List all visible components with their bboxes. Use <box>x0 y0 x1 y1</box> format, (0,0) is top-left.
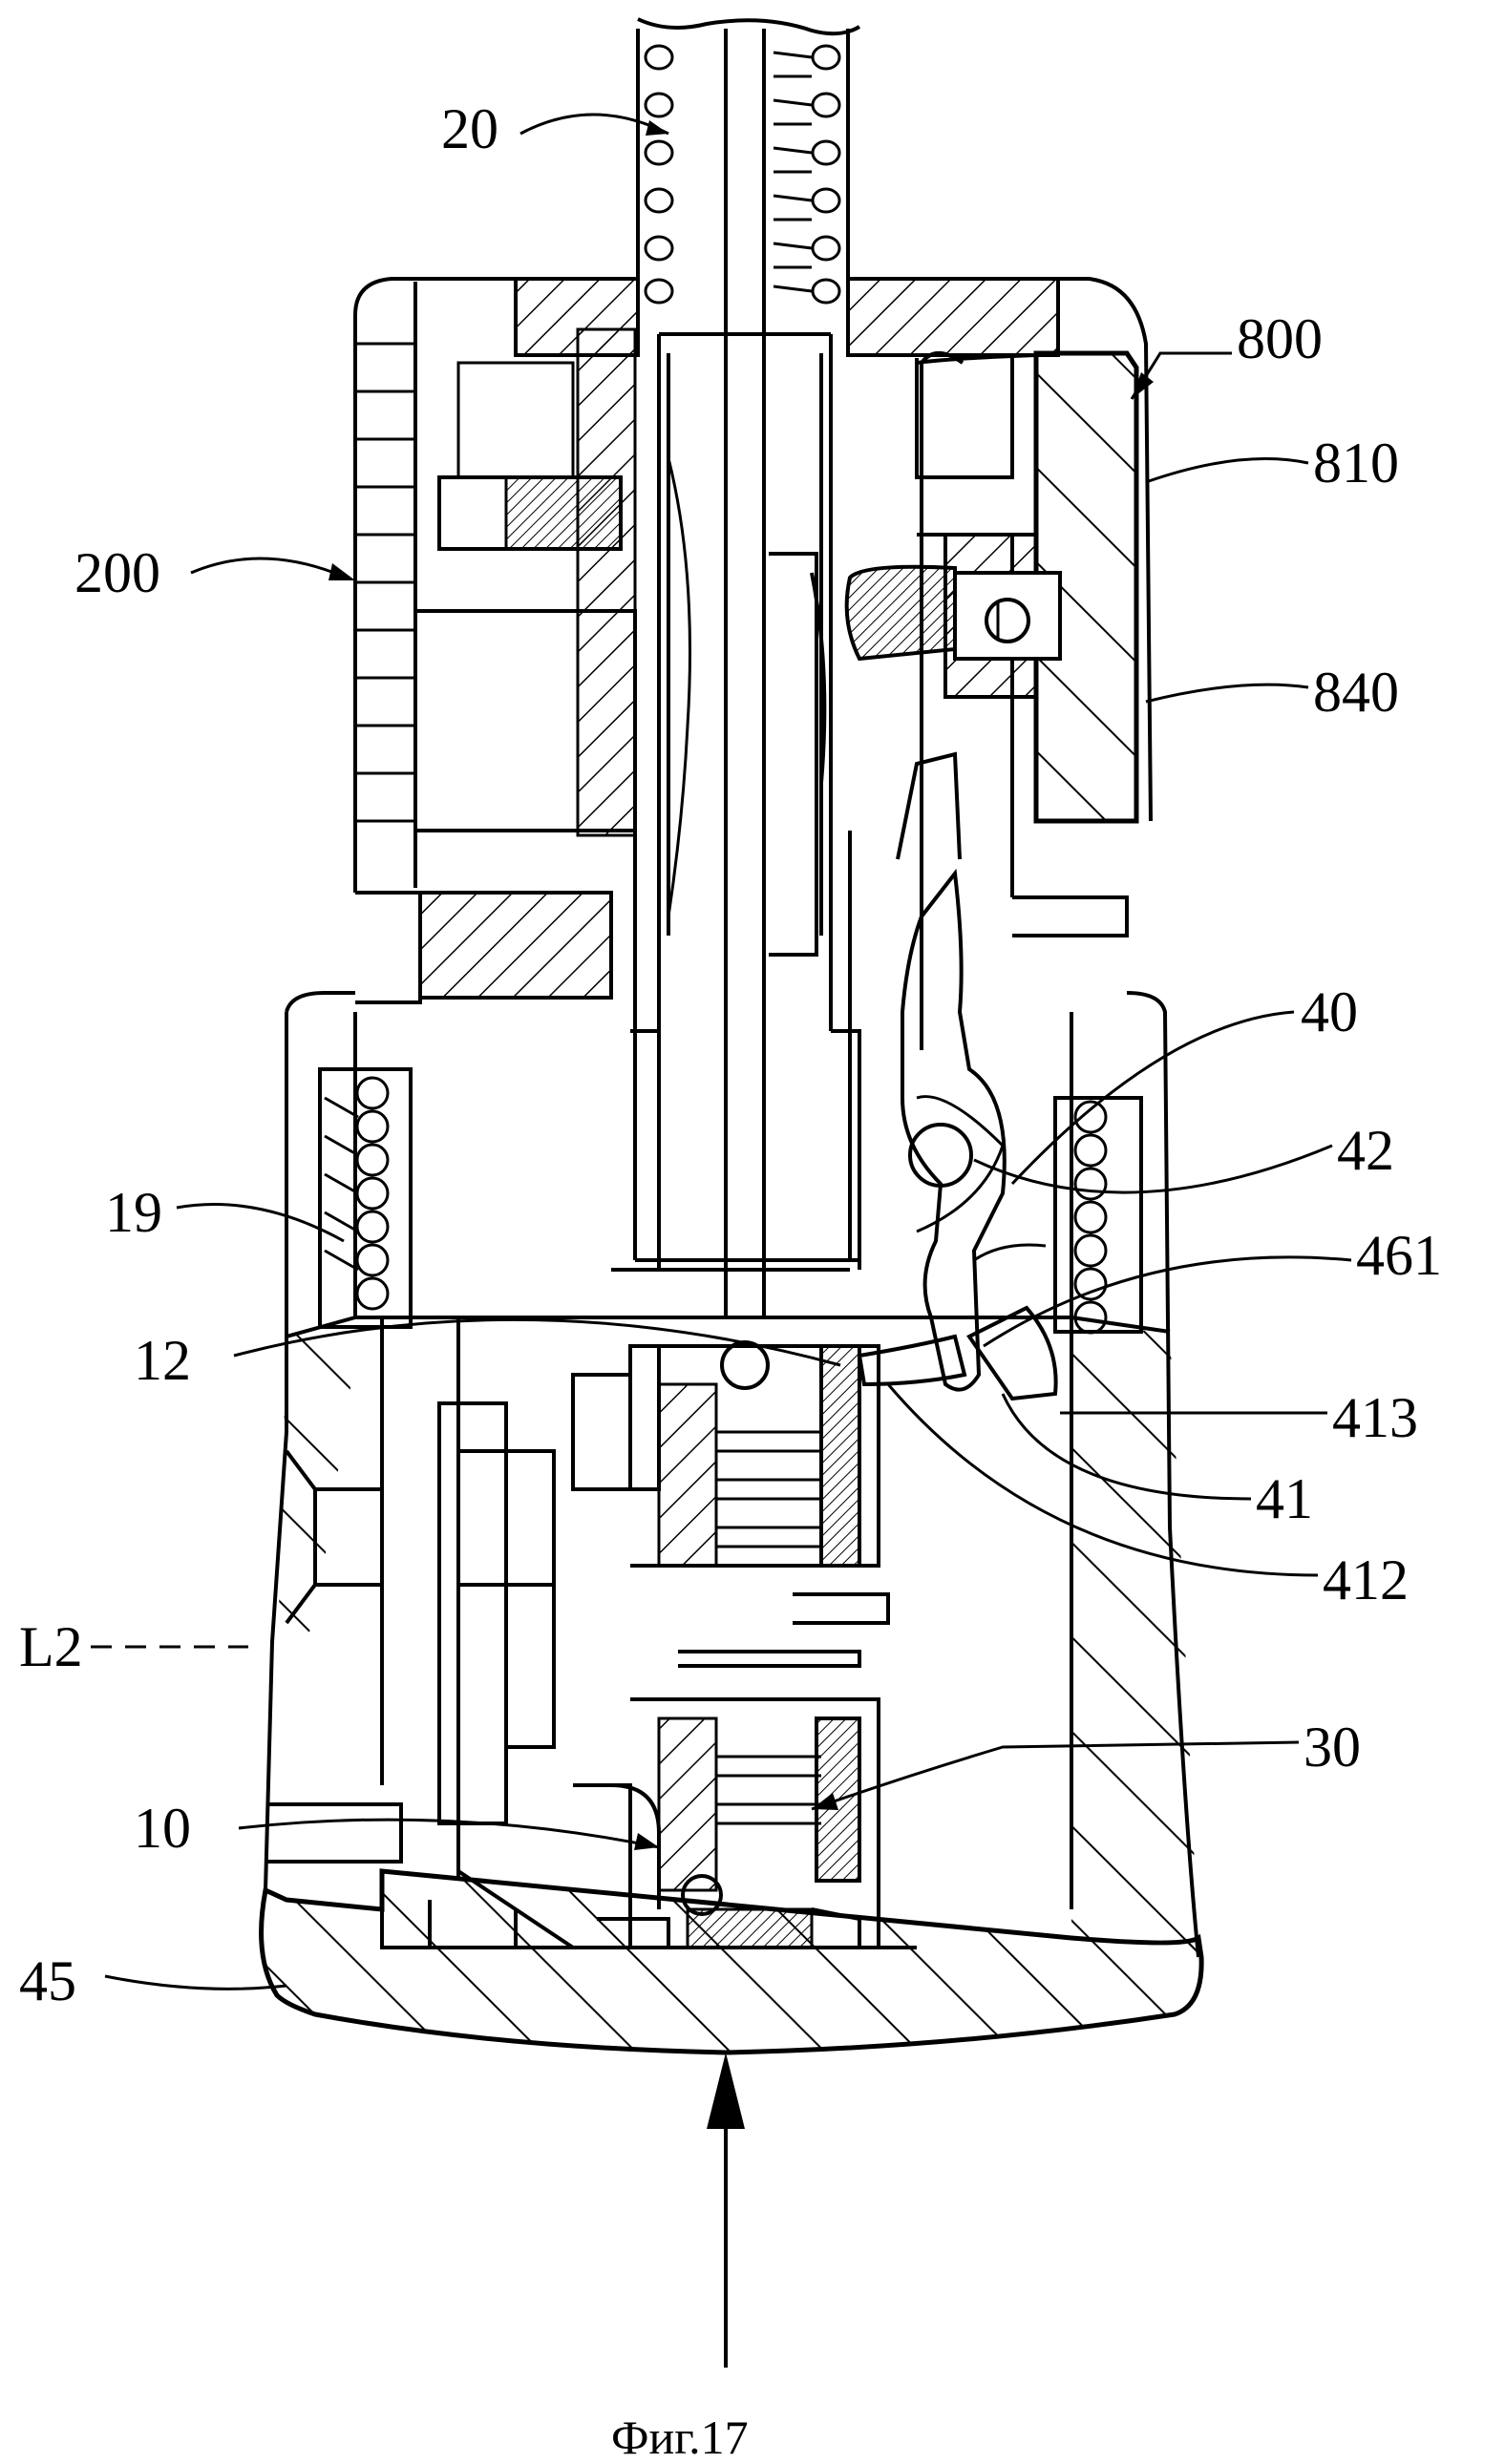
label-200: 200 <box>74 541 160 604</box>
force-arrow <box>707 2053 745 2368</box>
leader-40 <box>1010 1010 1295 1186</box>
leader-41 <box>1001 1393 1252 1501</box>
label-810: 810 <box>1313 432 1399 495</box>
label-L2: L2 <box>19 1615 83 1678</box>
inner-guide <box>611 332 861 1272</box>
label-45: 45 <box>19 1949 76 2012</box>
right-spring <box>1053 1096 1143 1335</box>
label-10: 10 <box>134 1797 191 1860</box>
label-412: 412 <box>1323 1548 1409 1611</box>
leader-200 <box>190 557 335 575</box>
label-41: 41 <box>1256 1467 1313 1530</box>
upper-housing <box>353 277 1153 1050</box>
label-840: 840 <box>1313 661 1399 724</box>
leader-461 <box>983 1255 1352 1348</box>
button-assembly <box>844 350 1139 860</box>
leader-10 <box>238 1818 660 1849</box>
leader-19 <box>176 1203 345 1243</box>
label-40: 40 <box>1301 980 1358 1043</box>
leader-42 <box>973 1144 1333 1194</box>
label-20: 20 <box>441 97 498 160</box>
leader-12 <box>233 1317 841 1367</box>
leader-20 <box>519 113 669 136</box>
leader-810 <box>1145 457 1309 484</box>
reference-labels: 20 800 810 200 840 40 42 19 461 12 413 4… <box>19 97 1442 2012</box>
label-800: 800 <box>1237 307 1323 370</box>
figure-caption: Фиг.17 <box>611 2411 749 2464</box>
shaft-assembly <box>636 17 861 1390</box>
inner-mechanism <box>428 1317 890 1949</box>
label-413: 413 <box>1332 1386 1418 1449</box>
leader-lines <box>91 113 1352 1990</box>
left-spring <box>318 1067 413 1329</box>
label-461: 461 <box>1356 1224 1442 1287</box>
leader-45 <box>104 1974 287 1990</box>
label-42: 42 <box>1337 1119 1394 1182</box>
label-30: 30 <box>1304 1716 1361 1779</box>
lower-housing <box>259 991 1204 2055</box>
leader-412 <box>886 1383 1319 1577</box>
top-spring <box>644 44 841 305</box>
label-19: 19 <box>105 1181 162 1244</box>
label-12: 12 <box>134 1329 191 1392</box>
leader-30 <box>811 1740 1300 1811</box>
leader-840 <box>1145 683 1309 704</box>
